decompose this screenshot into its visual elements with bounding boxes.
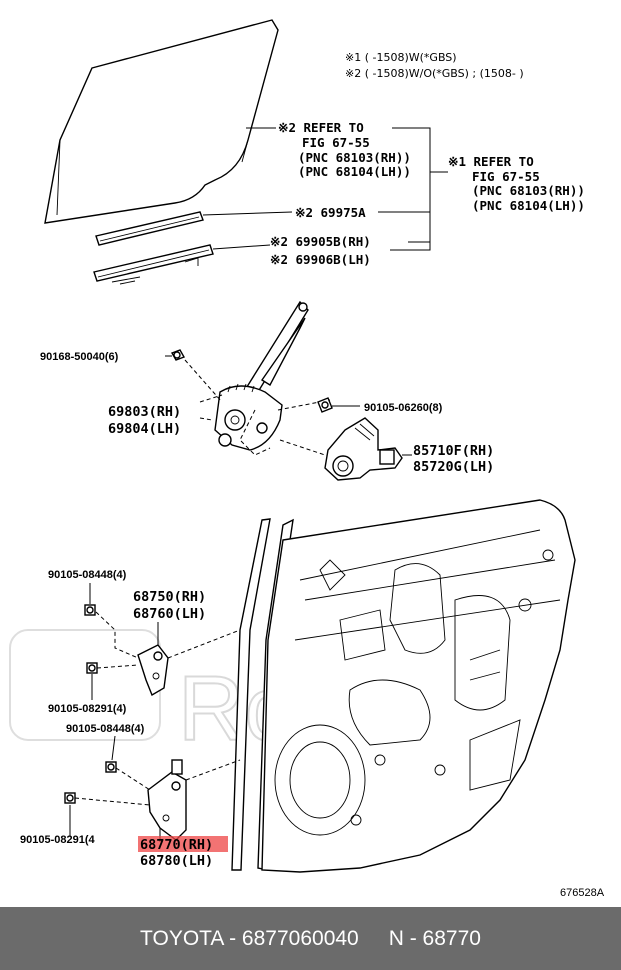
footer-part-number: TOYOTA - 6877060040 — [140, 926, 359, 950]
door-glass — [44, 19, 279, 224]
label-68750: 68750(RH) — [133, 589, 206, 605]
label-69975a: ※2 69975A — [295, 205, 366, 220]
bolt-90105-06260-icon — [317, 397, 333, 413]
label-68770: 68770(RH) — [140, 837, 213, 853]
label-refer-b-1: ※1 REFER TO — [448, 154, 534, 169]
label-refer-a-2: FIG 67-55 — [302, 135, 370, 150]
glass-run-channel — [95, 211, 204, 246]
label-refer-b-3: (PNC 68103(RH)) — [472, 183, 585, 198]
upper-hinge — [137, 644, 169, 697]
window-regulator — [214, 300, 309, 456]
note-1: ※1 ( -1508)W(*GBS) — [345, 51, 457, 64]
label-85710f: 85710F(RH) — [413, 443, 494, 459]
label-69905b: ※2 69905B(RH) — [270, 234, 371, 249]
note-2: ※2 ( -1508)W/O(*GBS) ; (1508- ) — [345, 67, 524, 80]
label-90105-08448-a: 90105-08448(4) — [48, 569, 127, 581]
label-90105-08291-a: 90105-08291(4) — [48, 703, 127, 715]
label-refer-a-4: (PNC 68104(LH)) — [298, 164, 411, 179]
bolt-90105-08448-a-icon — [84, 604, 96, 616]
rear-door-inner-panel — [231, 499, 576, 873]
label-85720g: 85720G(LH) — [413, 459, 494, 475]
label-90105-08448-b: 90105-08448(4) — [66, 723, 145, 735]
diagram-canvas: Rclfi.ru ※1 ( -1508)W(*GBS) ※2 ( -1508)W… — [9, 19, 605, 899]
label-90168: 90168-50040(6) — [40, 351, 119, 363]
label-90105-08291-b: 90105-08291(4 — [20, 834, 96, 846]
label-90105-06260: 90105-06260(8) — [364, 402, 443, 414]
label-69803: 69803(RH) — [108, 404, 181, 420]
parts-diagram: Rclfi.ru ※1 ( -1508)W(*GBS) ※2 ( -1508)W… — [9, 19, 605, 899]
label-refer-b-2: FIG 67-55 — [472, 169, 540, 184]
window-motor — [324, 417, 403, 481]
label-68760: 68760(LH) — [133, 606, 206, 622]
bolt-90105-08291-b-icon — [64, 792, 76, 804]
bolt-90105-08291-a-icon — [86, 662, 98, 674]
label-69906b: ※2 69906B(LH) — [270, 252, 371, 267]
bolt-90105-08448-b-icon — [105, 761, 117, 773]
footer-reference: N - 68770 — [388, 926, 481, 950]
figure-code: 676528A — [560, 887, 605, 899]
part-highlight — [138, 836, 228, 852]
footer-bar: TOYOTA - 6877060040 N - 68770 — [0, 907, 621, 970]
label-68780: 68780(LH) — [140, 853, 213, 869]
label-refer-b-4: (PNC 68104(LH)) — [472, 198, 585, 213]
label-refer-a-1: ※2 REFER TO — [278, 120, 364, 135]
bolt-90168-icon — [170, 349, 186, 361]
label-69804: 69804(LH) — [108, 421, 181, 437]
division-bar — [93, 244, 214, 285]
lower-hinge — [147, 759, 187, 841]
label-refer-a-3: (PNC 68103(RH)) — [298, 150, 411, 165]
